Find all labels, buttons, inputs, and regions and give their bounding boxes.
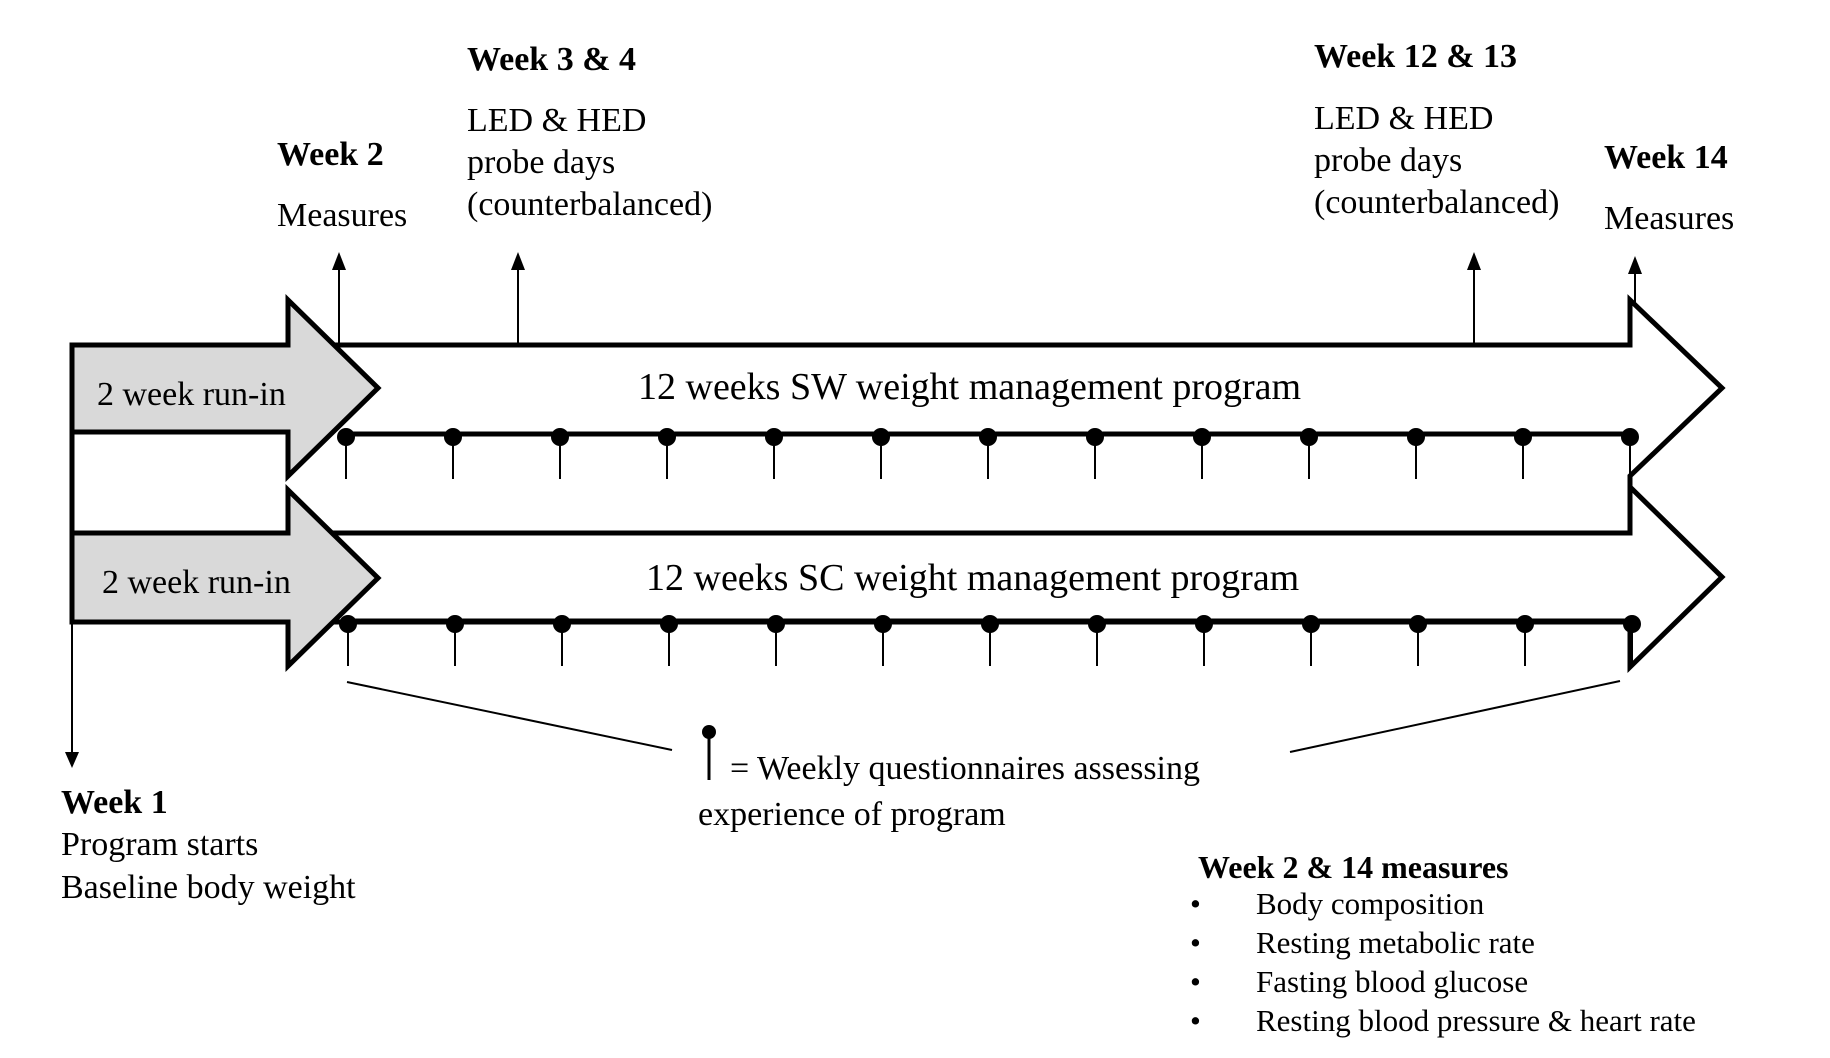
sc-program-label: 12 weeks SC weight management program: [646, 557, 1300, 599]
legend-bracket-left: [346, 681, 673, 751]
week14-line1: Measures: [1604, 200, 1735, 237]
sc-weekly-marker: [446, 615, 464, 633]
sc-weekly-marker: [767, 615, 785, 633]
week1-title: Week 1: [61, 784, 168, 821]
runin-arrow-sw: [69, 294, 382, 482]
legend-marker-head: [702, 725, 716, 739]
week2-line1: Measures: [277, 197, 408, 234]
sc-runin-label: 2 week run-in: [102, 564, 291, 601]
sw-weekly-marker: [444, 428, 462, 446]
sc-weekly-marker: [1623, 615, 1641, 633]
sc-weekly-marker: [1516, 615, 1534, 633]
sc-weekly-marker: [1195, 615, 1213, 633]
sc-weekly-marker: [1302, 615, 1320, 633]
week1-arrowhead: [65, 752, 79, 768]
legend-bracket-right: [1289, 680, 1621, 753]
sw-weekly-marker: [979, 428, 997, 446]
week1-line2: Baseline body weight: [61, 869, 356, 906]
sc-weekly-marker: [1409, 615, 1427, 633]
week3-4-line1: LED & HED: [467, 102, 647, 139]
sw-weekly-marker: [551, 428, 569, 446]
sw-weekly-markers: [337, 428, 1639, 479]
week3-4-line2: probe days: [467, 144, 616, 181]
sw-weekly-marker: [1300, 428, 1318, 446]
sc-weekly-marker: [660, 615, 678, 633]
sw-program-label: 12 weeks SW weight management program: [638, 366, 1302, 408]
sw-weekly-marker: [1407, 428, 1425, 446]
runin-arrow-sc: [69, 484, 382, 672]
sw-weekly-marker: [1621, 428, 1639, 446]
week1-line1: Program starts: [61, 826, 259, 863]
week2-arrowhead: [332, 252, 346, 270]
sw-weekly-marker: [872, 428, 890, 446]
sw-weekly-marker: [1514, 428, 1532, 446]
measure-item: Body composition: [1190, 884, 1696, 923]
measures-title: Week 2 & 14 measures: [1198, 849, 1509, 885]
legend-line1: = Weekly questionnaires assessing: [730, 750, 1201, 787]
sw-runin-label: 2 week run-in: [97, 376, 286, 413]
sc-weekly-marker: [981, 615, 999, 633]
week2-title: Week 2: [277, 136, 384, 173]
sw-weekly-marker: [1193, 428, 1211, 446]
sc-weekly-marker: [874, 615, 892, 633]
sc-weekly-markers: [339, 615, 1641, 666]
measure-item: Resting metabolic rate: [1190, 923, 1696, 962]
week3-4-line3: (counterbalanced): [467, 186, 713, 223]
sc-weekly-marker: [553, 615, 571, 633]
sw-weekly-marker: [658, 428, 676, 446]
sw-weekly-marker: [765, 428, 783, 446]
legend-line2: experience of program: [698, 796, 1006, 833]
sw-weekly-marker: [1086, 428, 1104, 446]
week12-13-line2: probe days: [1314, 142, 1463, 179]
measure-item: Resting blood pressure & heart rate: [1190, 1001, 1696, 1040]
week14-title: Week 14: [1604, 139, 1728, 176]
week3-4-title: Week 3 & 4: [467, 41, 637, 78]
sw-weekly-marker: [337, 428, 355, 446]
week12-13-line1: LED & HED: [1314, 100, 1494, 137]
week12-13-arrowhead: [1467, 252, 1481, 270]
sc-weekly-marker: [339, 615, 357, 633]
week3-4-arrowhead: [511, 252, 525, 270]
week14-arrowhead: [1628, 256, 1642, 274]
sc-weekly-marker: [1088, 615, 1106, 633]
measure-item: Fasting blood glucose: [1190, 962, 1696, 1001]
measures-list: Body composition Resting metabolic rate …: [1190, 884, 1696, 1040]
week12-13-title: Week 12 & 13: [1314, 38, 1518, 75]
week12-13-line3: (counterbalanced): [1314, 184, 1560, 221]
